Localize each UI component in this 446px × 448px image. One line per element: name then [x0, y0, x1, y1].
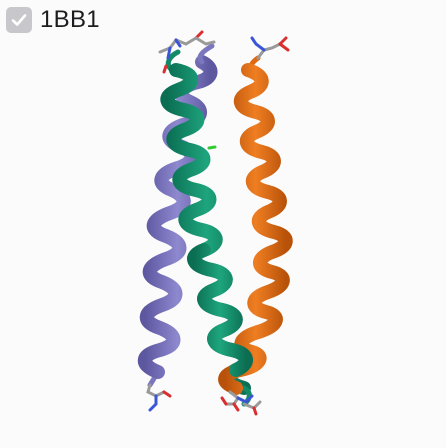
ligand-marker[interactable]: [207, 145, 217, 150]
residue-sticks-bottom[interactable]: [146, 383, 262, 416]
checkmark-icon: [11, 14, 27, 26]
visibility-checkbox[interactable]: [6, 7, 32, 33]
structure-id: 1BB1: [40, 6, 100, 33]
residue-sticks-top[interactable]: [158, 30, 290, 74]
structure-header: 1BB1: [6, 5, 100, 35]
helix-chain-a[interactable]: [137, 43, 218, 388]
helix-chain-c[interactable]: [218, 55, 293, 395]
helix-chain-b-front: [187, 243, 253, 377]
